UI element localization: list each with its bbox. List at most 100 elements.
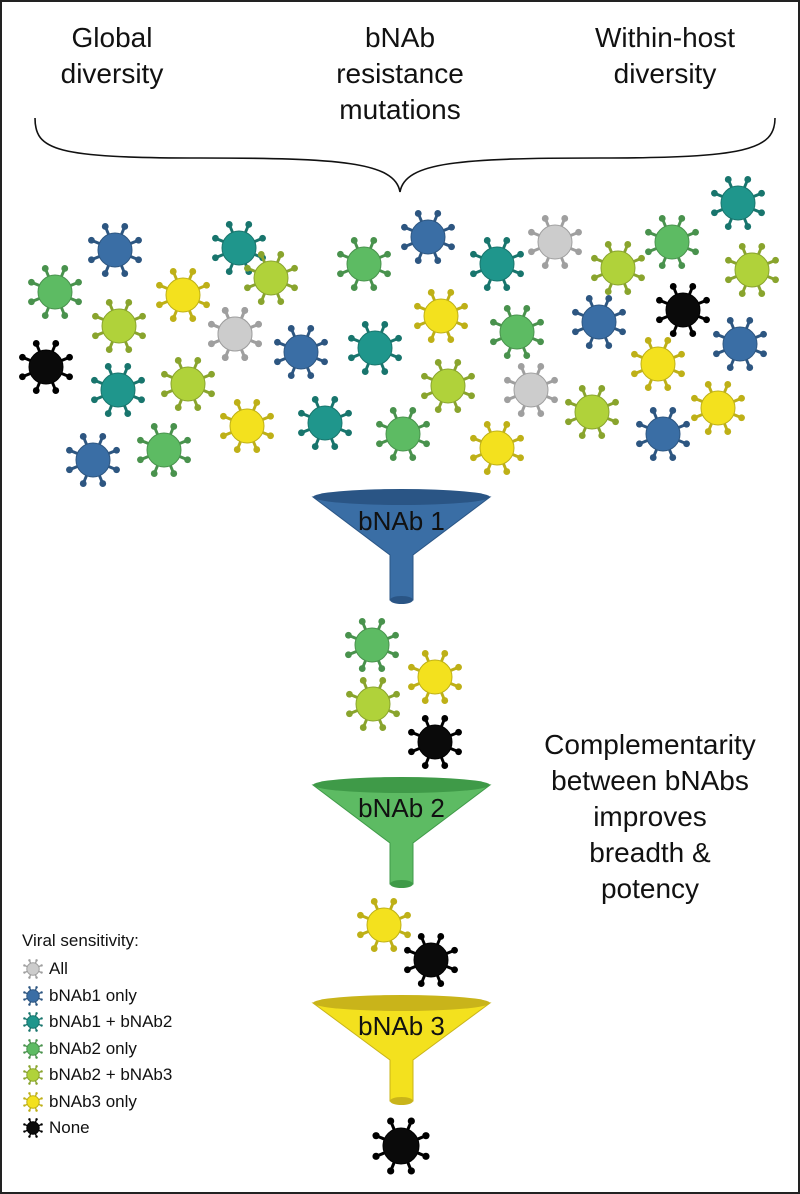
legend-label: bNAb3 only [49, 1091, 137, 1111]
header-global-diversity: Global diversity [32, 20, 192, 92]
annotation-line: potency [600, 873, 700, 904]
virus-icon [656, 283, 710, 337]
virus-icon [404, 933, 458, 987]
virus-icon [711, 176, 765, 230]
legend-item-bnab2-only: bNAb2 only [22, 1036, 282, 1063]
legend-item-all: All [22, 956, 282, 983]
virus-icon [470, 421, 524, 475]
funnel-bnab-3: bNAb 3 [311, 995, 492, 1105]
virus-icon [528, 215, 582, 269]
virus-icon [345, 618, 399, 672]
legend-item-none: None [22, 1115, 282, 1142]
virus-icon [23, 1118, 43, 1139]
virus-icon [23, 959, 43, 980]
funnel-bnab-2: bNAb 2 [311, 777, 492, 888]
virus-icon [66, 433, 120, 487]
virus-icon [636, 407, 690, 461]
header-line: Global [71, 22, 153, 53]
virus-icon [23, 1065, 43, 1086]
virus-icon [161, 357, 215, 411]
header-line: mutations [339, 94, 461, 125]
virus-icon [212, 221, 266, 275]
virus-icon [376, 407, 430, 461]
funnel-label-3: bNAb 3 [358, 1011, 445, 1041]
virus-icon [565, 385, 619, 439]
virus-icon [88, 223, 142, 277]
virus-icon [19, 340, 73, 394]
legend-label: bNAb1 only [49, 985, 137, 1005]
virus-icon [23, 959, 43, 980]
header-line: diversity [60, 58, 164, 89]
legend-label: None [49, 1118, 90, 1138]
header-line: Within-host [594, 22, 736, 53]
annotation-line: Complementarity [544, 729, 756, 760]
virus-icon [92, 299, 146, 353]
virus-icon [23, 1038, 43, 1059]
virus-icon [244, 251, 298, 305]
virus-icon [137, 423, 191, 477]
legend-label: bNAb2 only [49, 1038, 137, 1058]
virus-icon [408, 715, 462, 769]
virus-icon [372, 1117, 430, 1175]
virus-icon [470, 237, 524, 291]
complementarity-annotation: Complementarity between bNAbs improves b… [515, 727, 785, 907]
annotation-line: breadth & [589, 837, 711, 868]
virus-icon [408, 650, 462, 704]
virus-icon [631, 337, 685, 391]
virus-icon [220, 399, 274, 453]
virus-icon [23, 1118, 43, 1139]
virus-icon [401, 210, 455, 264]
virus-icon [23, 1012, 43, 1033]
legend-title: Viral sensitivity: [22, 931, 139, 950]
virus-icon [414, 289, 468, 343]
virus-icon [91, 363, 145, 417]
legend-item-bnab1-only: bNAb1 only [22, 983, 282, 1010]
virus-icon [357, 898, 411, 952]
virus-icon [23, 985, 43, 1006]
virus-icon [23, 1038, 43, 1059]
virus-icon [346, 677, 400, 731]
legend-item-bnab2-bnab3: bNAb2 + bNAb3 [22, 1062, 282, 1089]
annotation-line: between bNAbs [551, 765, 749, 796]
virus-icon [725, 243, 779, 297]
virus-icon [23, 1012, 43, 1033]
header-line: resistance [336, 58, 464, 89]
header-line: diversity [613, 58, 717, 89]
virus-icon [490, 305, 544, 359]
legend-label: bNAb1 + bNAb2 [49, 1012, 173, 1032]
virus-population [19, 176, 779, 1175]
legend: Viral sensitivity: All bNAb1 only bNAb1 … [22, 930, 282, 1142]
virus-icon [23, 1065, 43, 1086]
virus-icon [208, 307, 262, 361]
legend-label: bNAb2 + bNAb3 [49, 1065, 173, 1085]
virus-icon [421, 359, 475, 413]
legend-item-bnab3-only: bNAb3 only [22, 1089, 282, 1116]
virus-icon [572, 295, 626, 349]
virus-icon [23, 1091, 43, 1112]
virus-icon [274, 325, 328, 379]
header-within-host-diversity: Within-host diversity [575, 20, 755, 92]
virus-icon [23, 1091, 43, 1112]
virus-icon [348, 321, 402, 375]
funnel-label-1: bNAb 1 [358, 506, 445, 536]
funnel-bnab-1: bNAb 1 [311, 489, 492, 604]
legend-label: All [49, 959, 68, 979]
annotation-line: improves [593, 801, 707, 832]
virus-icon [28, 265, 82, 319]
virus-icon [713, 317, 767, 371]
virus-icon [23, 985, 43, 1006]
virus-icon [591, 241, 645, 295]
legend-item-bnab1-bnab2: bNAb1 + bNAb2 [22, 1009, 282, 1036]
virus-icon [298, 396, 352, 450]
funnel-label-2: bNAb 2 [358, 793, 445, 823]
grouping-brace [34, 117, 776, 193]
header-bnab-resistance: bNAb resistance mutations [320, 20, 480, 128]
header-line: bNAb [364, 22, 436, 53]
virus-icon [691, 381, 745, 435]
virus-icon [156, 268, 210, 322]
virus-icon [504, 363, 558, 417]
virus-icon [645, 215, 699, 269]
virus-icon [337, 237, 391, 291]
